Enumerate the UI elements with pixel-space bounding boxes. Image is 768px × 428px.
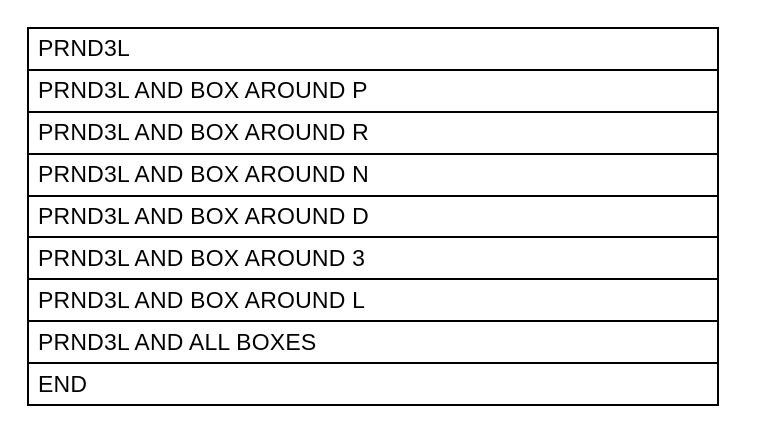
table-row: PRND3L AND BOX AROUND P: [29, 71, 717, 113]
table-row: PRND3L AND BOX AROUND N: [29, 155, 717, 197]
table-row: PRND3L AND BOX AROUND 3: [29, 238, 717, 281]
table-row: PRND3L: [29, 29, 717, 71]
table-row: PRND3L AND ALL BOXES: [29, 322, 717, 365]
table-row: PRND3L AND BOX AROUND R: [29, 113, 717, 155]
table-row: PRND3L AND BOX AROUND D: [29, 197, 717, 239]
sequence-table: PRND3L PRND3L AND BOX AROUND P PRND3L AN…: [27, 27, 719, 406]
table-row: PRND3L AND BOX AROUND L: [29, 280, 717, 323]
table-row: END: [38, 370, 88, 397]
